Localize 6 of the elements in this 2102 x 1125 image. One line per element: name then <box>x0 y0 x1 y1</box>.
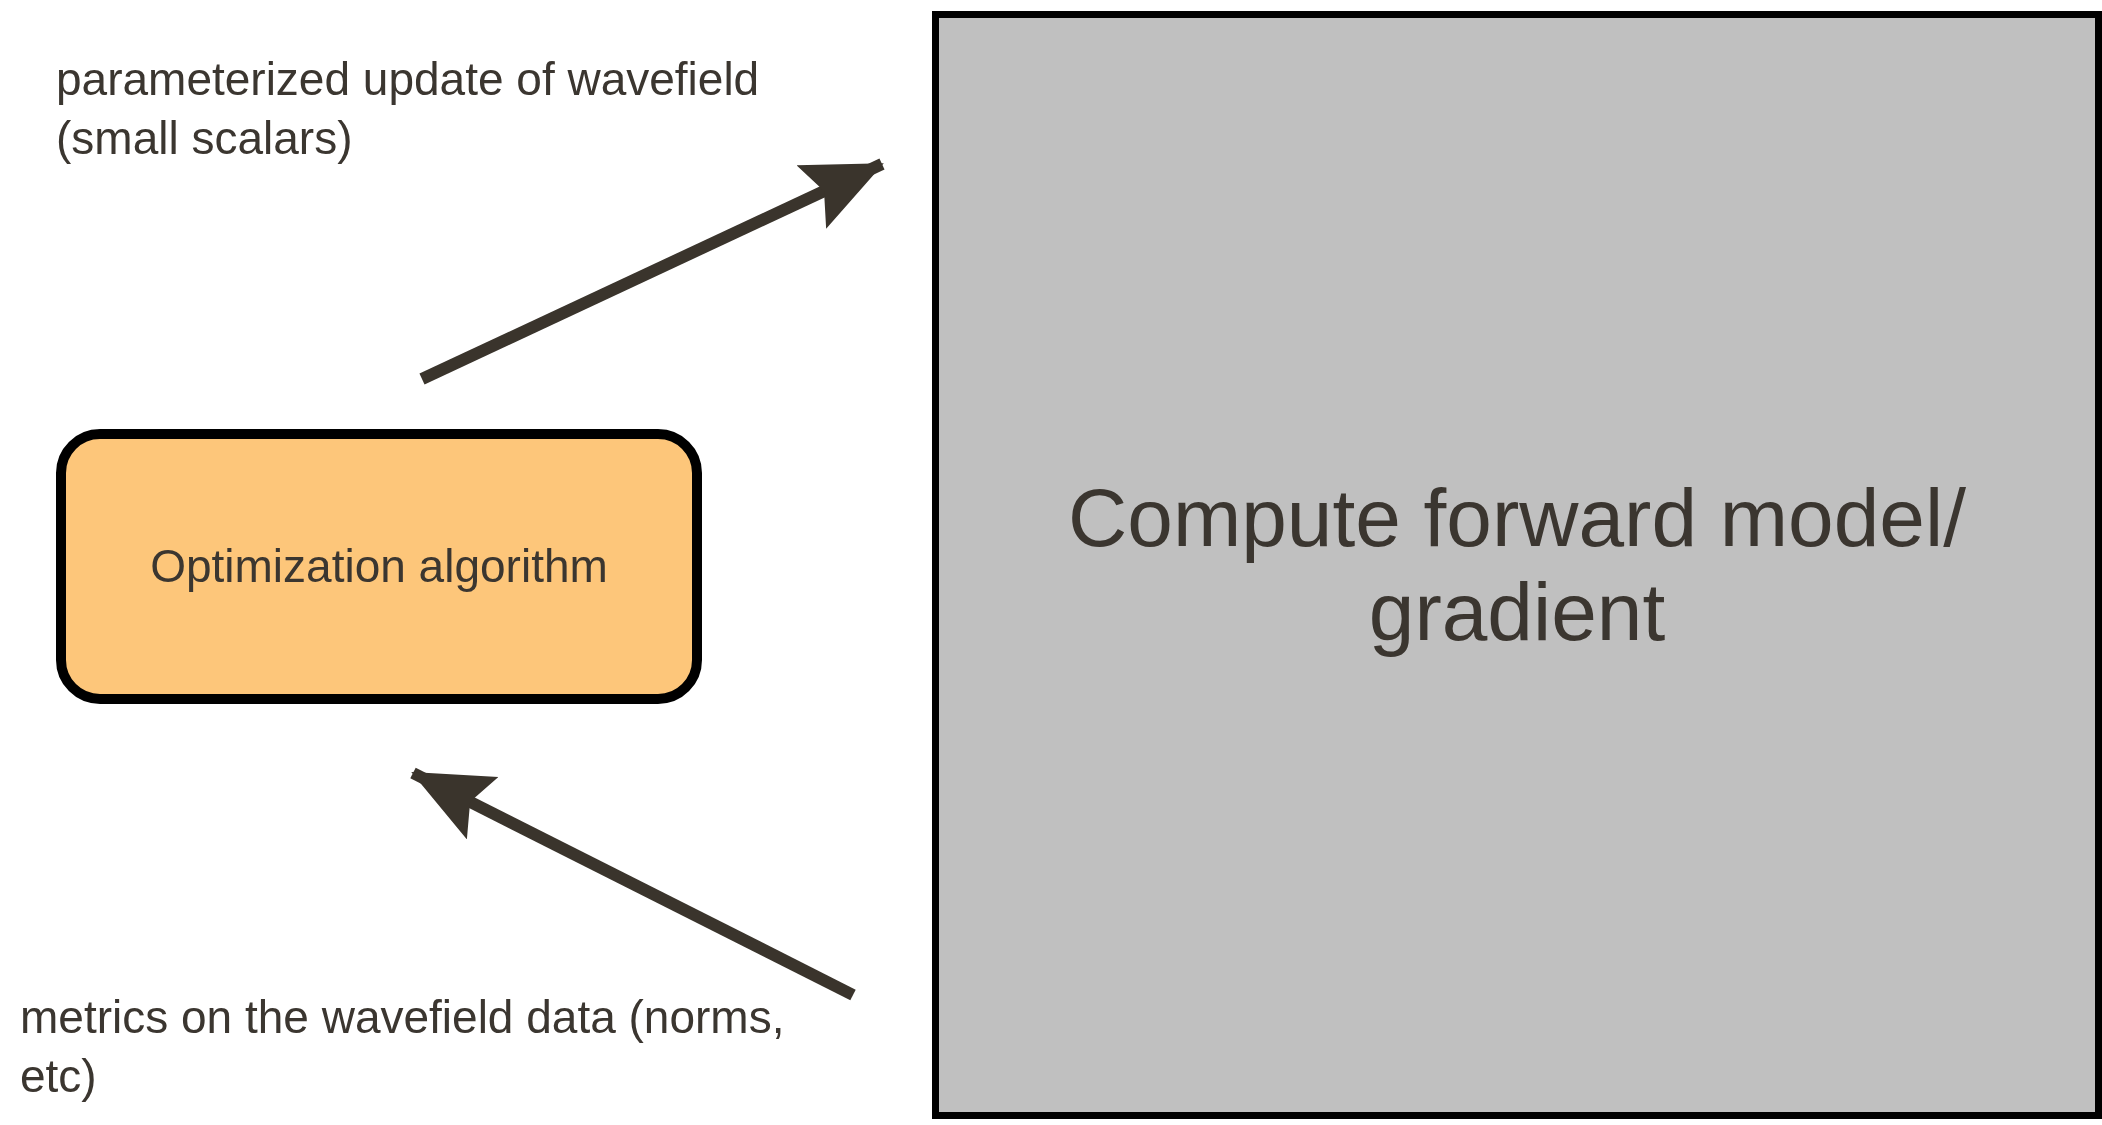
process-panel <box>932 11 2102 1119</box>
node-text: Optimization algorithm <box>150 539 608 594</box>
arrow <box>410 767 856 1001</box>
process-box <box>56 429 702 704</box>
node-text: Compute forward model/ gradient <box>1067 470 1967 659</box>
arrow <box>419 158 885 385</box>
